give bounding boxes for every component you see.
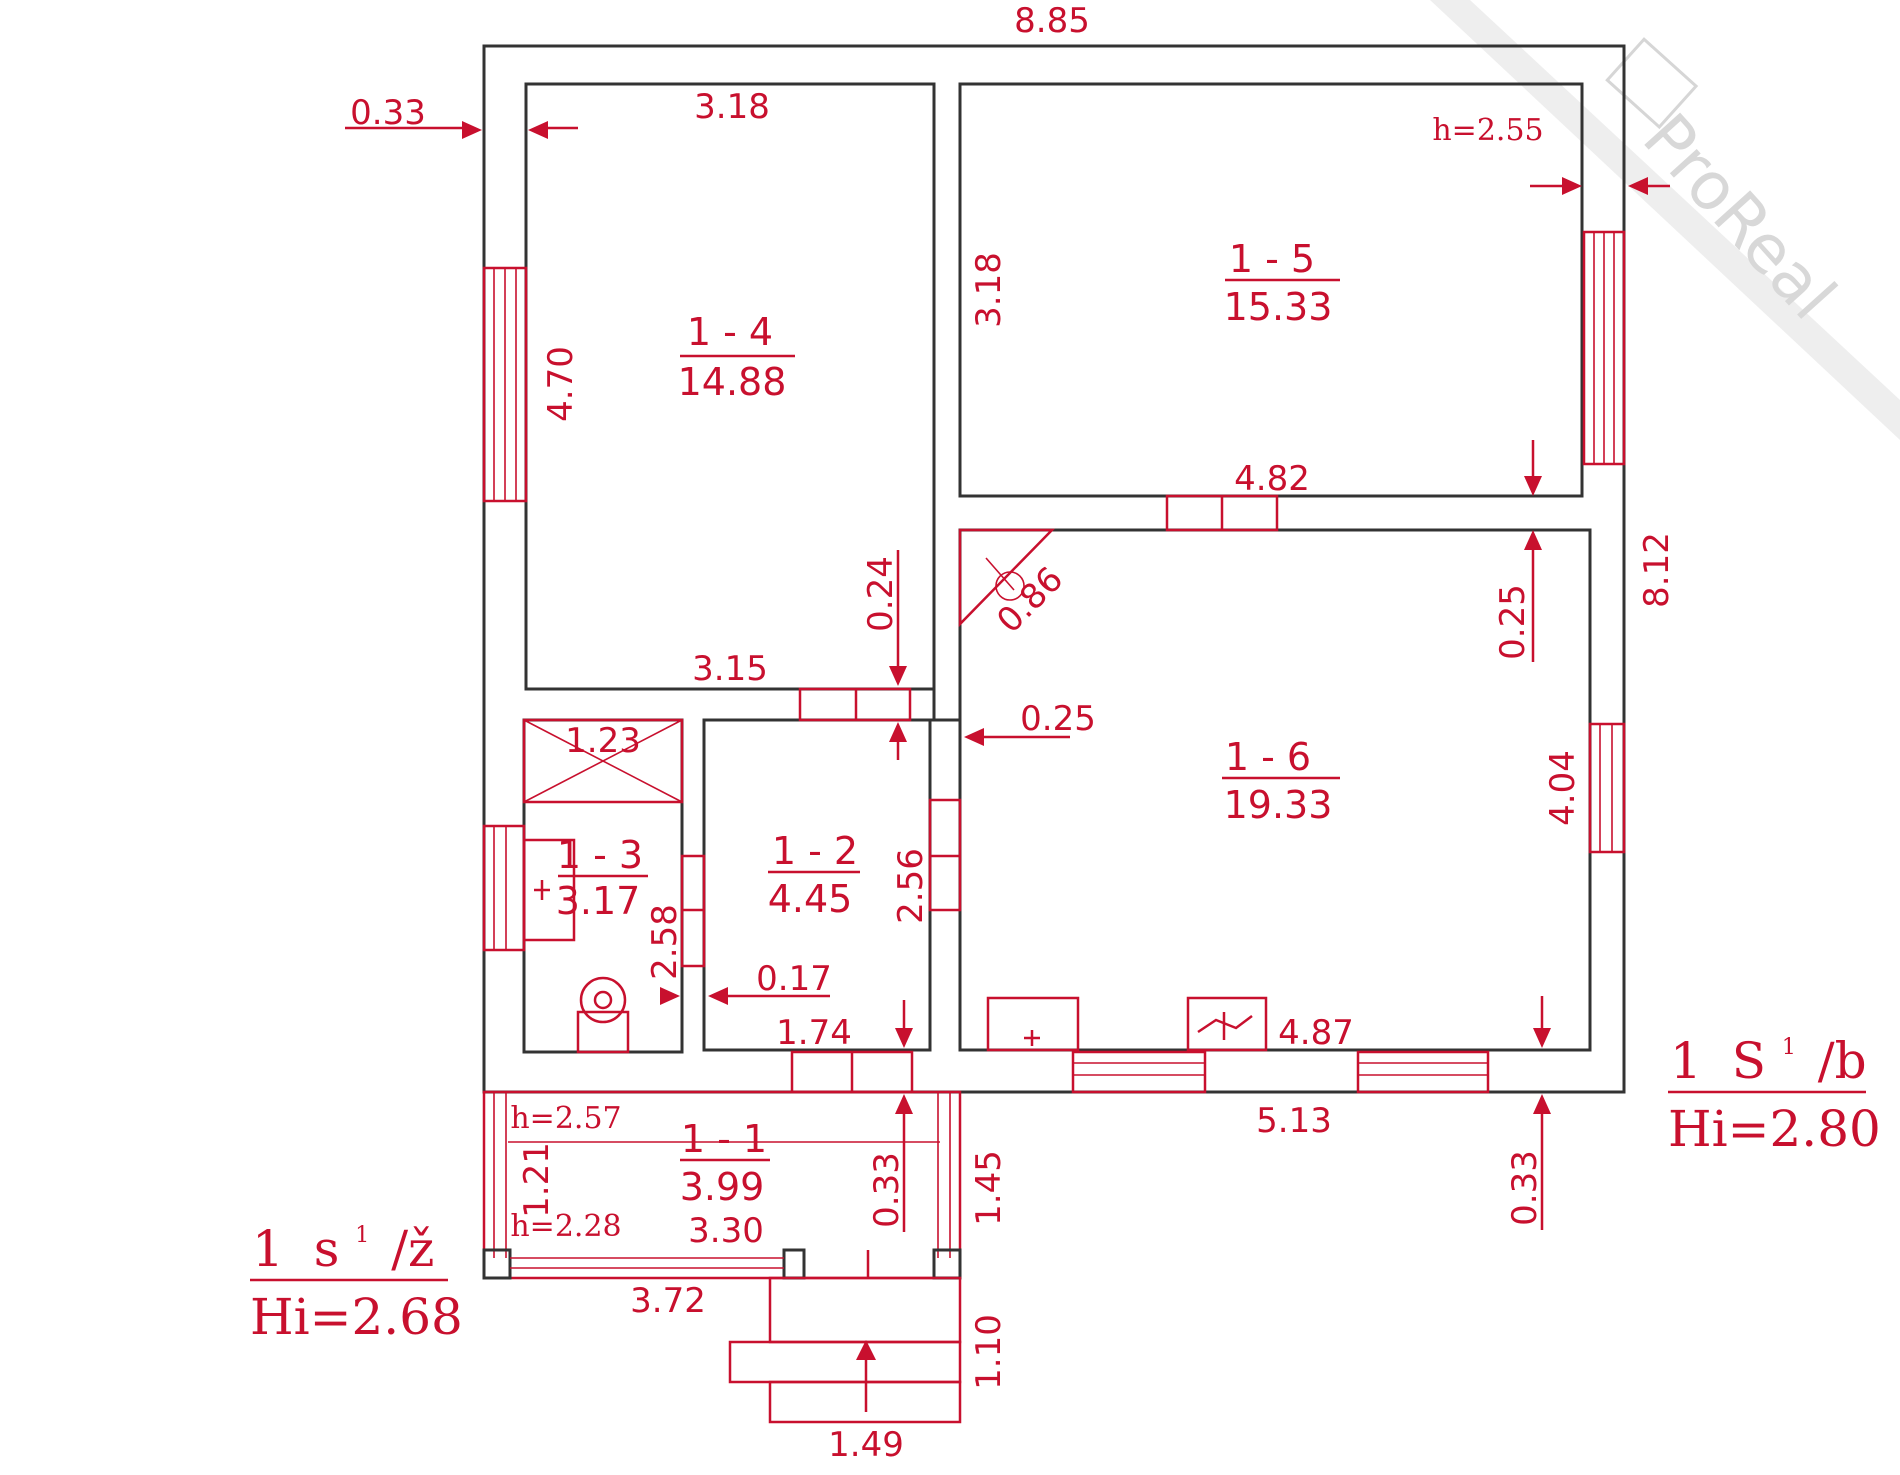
dim-wall-west: 0.33	[350, 93, 426, 133]
dim-stairs-width: 1.49	[828, 1425, 904, 1465]
dim-wall-porch: 0.33	[867, 1152, 907, 1228]
dim-room15-depth: 3.18	[969, 252, 1009, 328]
dim-porch-length: 3.30	[688, 1211, 764, 1251]
dim-wall-east: 0.33	[1505, 1150, 1545, 1226]
stove-icon	[986, 996, 1080, 1052]
room-1-5: 1 - 5 15.33	[1224, 237, 1340, 329]
dim-room12-width: 1.74	[776, 1013, 852, 1053]
dim-room14-depth: 4.70	[541, 346, 581, 422]
floor-main-height: Hi=2.80	[1668, 1100, 1881, 1158]
room-1-3-label: 1 - 3	[557, 833, 643, 877]
chimney-icon	[958, 528, 1055, 628]
dim-chimney: 0.86	[989, 559, 1071, 641]
svg-text:1 s 1 /ž: 1 s 1 /ž	[252, 1196, 434, 1278]
dim-room14-width: 3.18	[694, 87, 770, 127]
dimension-lines	[345, 121, 1670, 1232]
dim-room12-depth: 2.56	[891, 848, 931, 924]
dim-room14-bottom: 3.15	[692, 649, 768, 689]
dim-room15-width: 4.82	[1234, 459, 1310, 499]
room-1-1-area: 3.99	[680, 1165, 765, 1209]
room-1-5-area: 15.33	[1224, 285, 1333, 329]
dim-overall-depth: 8.12	[1637, 532, 1677, 608]
room-1-6-label: 1 - 6	[1225, 735, 1311, 779]
room-1-4: 1 - 4 14.88	[678, 310, 795, 404]
dim-room16-depth: 4.04	[1543, 750, 1583, 826]
room-1-2-label: 1 - 2	[772, 829, 858, 873]
bathtub-icon	[522, 838, 576, 942]
room-1-4-area: 14.88	[678, 360, 787, 404]
floor-label-porch: 1 s 1 /ž Hi=2.68	[250, 1196, 463, 1346]
stairs	[728, 1276, 962, 1424]
room-1-3: 1 - 3 3.17	[556, 833, 648, 923]
room-1-1: 1 - 1 3.99	[680, 1117, 770, 1209]
dim-overall-width: 8.85	[1014, 1, 1090, 41]
watermark-text: ProReal	[1628, 99, 1850, 334]
dim-bath-top: 1.23	[565, 721, 641, 761]
room-1-4-label: 1 - 4	[687, 310, 773, 354]
dim-porch-h2: h=2.28	[510, 1209, 621, 1244]
room-1-3-area: 3.17	[556, 879, 641, 923]
dim-stairs-depth: 1.10	[969, 1314, 1009, 1390]
room-1-2-area: 4.45	[768, 877, 853, 921]
dim-partition-025-vertical: 0.25	[1493, 584, 1533, 660]
dim-bath-depth: 2.58	[645, 904, 685, 980]
watermark: ProReal	[1430, 0, 1900, 440]
shower-icon	[522, 718, 684, 804]
floor-porch-height: Hi=2.68	[250, 1288, 463, 1346]
dim-partition-025-horizontal: 0.25	[1020, 699, 1096, 739]
stairs-direction-icon	[856, 1340, 876, 1360]
dim-porch-h1: h=2.57	[510, 1101, 621, 1136]
dim-porch-side: 1.45	[969, 1150, 1009, 1226]
dim-partition-024: 0.24	[861, 556, 901, 632]
watermark-logo-icon	[1605, 37, 1699, 130]
room-1-2: 1 - 2 4.45	[768, 829, 860, 921]
dim-porch-depth: 1.21	[517, 1142, 557, 1218]
dim-porch-outer: 3.72	[630, 1281, 706, 1321]
dim-below-5-13: 5.13	[1256, 1101, 1332, 1141]
fixtures	[522, 528, 1268, 1054]
room-labels: 1 - 4 14.88 1 - 5 15.33 1 - 6 19.33 1 - …	[556, 237, 1340, 1209]
toilet-icon	[576, 976, 630, 1054]
room-1-1-label: 1 - 1	[681, 1117, 767, 1161]
room-1-5-label: 1 - 5	[1229, 237, 1315, 281]
sink-icon	[1186, 996, 1268, 1052]
svg-text:1 S 1 /b: 1 S 1 /b	[1670, 1008, 1867, 1090]
room-1-6: 1 - 6 19.33	[1222, 735, 1340, 827]
dim-room16-width: 4.87	[1278, 1013, 1354, 1053]
dim-room15-height: h=2.55	[1432, 113, 1543, 148]
dim-partition-017: 0.17	[756, 959, 832, 999]
floor-label-main: 1 S 1 /b Hi=2.80	[1668, 1008, 1881, 1158]
room-1-6-area: 19.33	[1224, 783, 1333, 827]
windows	[482, 230, 1626, 1094]
